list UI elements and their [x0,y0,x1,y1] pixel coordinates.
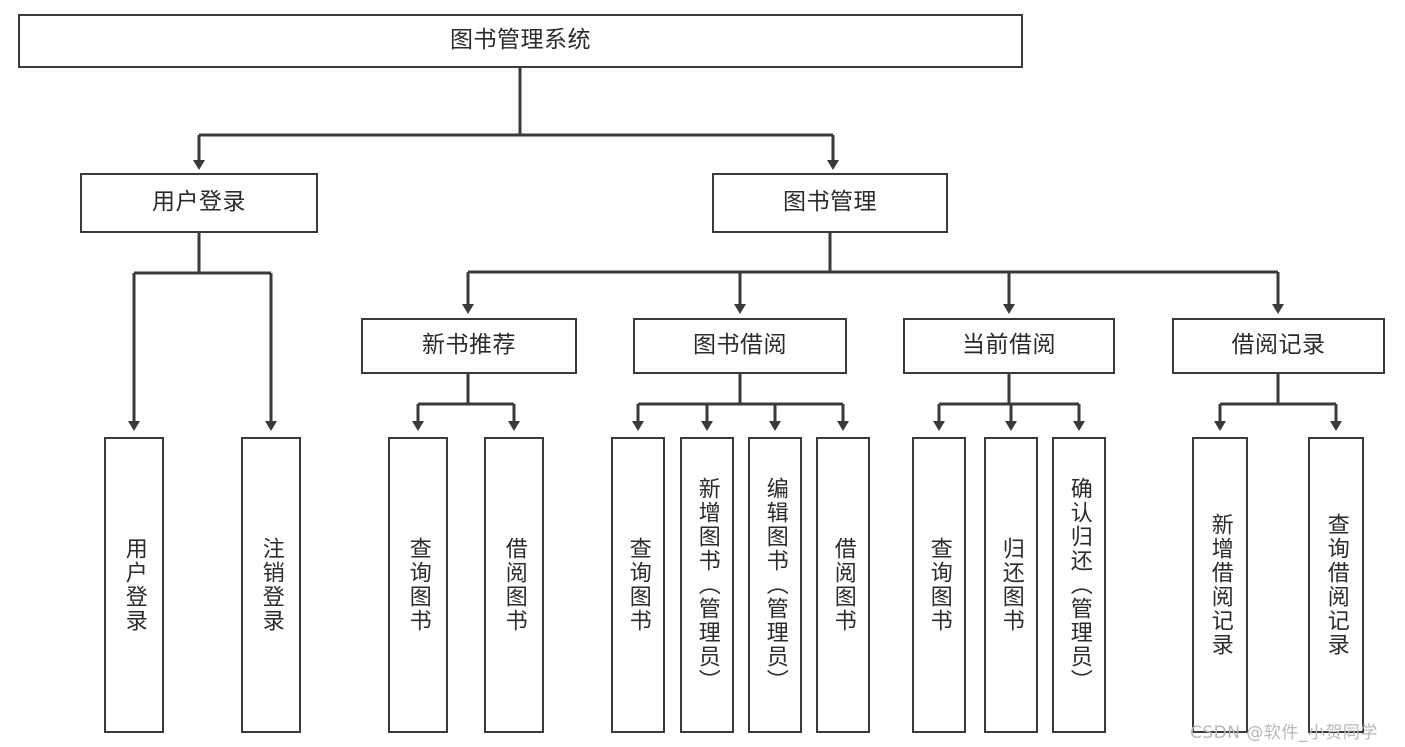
node-book-management-system[interactable]: 图书管理系统 [18,14,1023,68]
node-leaf-query-borrow-record[interactable]: 查询借阅记录 [1308,437,1364,733]
csdn-watermark: CSDN @软件_小贺同学 [1190,723,1378,743]
node-leaf-query-book-1[interactable]: 查询图书 [388,437,448,733]
leaf-label: 查询图书 [926,537,952,633]
edges-newbook-to-leaves [412,374,520,431]
edges-current-to-leaves [933,374,1085,431]
edges-records-to-leaves [1214,374,1342,431]
node-borrow-records[interactable]: 借阅记录 [1172,318,1385,374]
leaf-label: 归还图书 [998,537,1024,633]
leaf-label: 注销登录 [258,537,284,633]
edges-borrowing-to-leaves [632,374,849,431]
node-new-book-recommendation[interactable]: 新书推荐 [361,318,577,374]
node-leaf-confirm-return-admin[interactable]: 确认归还（管理员） [1052,437,1106,733]
node-book-borrowing[interactable]: 图书借阅 [633,318,847,374]
edges-root-to-level2 [193,68,839,170]
leaf-label: 查询借阅记录 [1323,513,1349,657]
leaf-label: 新增图书（管理员） [694,477,720,693]
node-book-management[interactable]: 图书管理 [712,173,948,233]
node-leaf-add-borrow-record[interactable]: 新增借阅记录 [1192,437,1248,733]
leaf-label: 查询图书 [405,537,431,633]
leaf-label: 用户登录 [121,537,147,633]
node-leaf-edit-book-admin[interactable]: 编辑图书（管理员） [748,437,802,733]
node-leaf-user-login[interactable]: 用户登录 [104,437,164,733]
node-current-borrowing[interactable]: 当前借阅 [903,318,1115,374]
leaf-label: 借阅图书 [830,537,856,633]
edges-booklogin-to-leaves [128,233,277,431]
node-user-login[interactable]: 用户登录 [80,173,318,233]
leaf-label: 确认归还（管理员） [1066,477,1092,693]
node-leaf-logout[interactable]: 注销登录 [241,437,301,733]
node-leaf-borrow-book-2[interactable]: 借阅图书 [816,437,870,733]
edges-bookmgmt-to-level3 [462,233,1284,314]
leaf-label: 借阅图书 [501,537,527,633]
node-leaf-return-book[interactable]: 归还图书 [984,437,1038,733]
leaf-label: 新增借阅记录 [1207,513,1233,657]
leaf-label: 编辑图书（管理员） [762,477,788,693]
leaf-label: 查询图书 [625,537,651,633]
node-leaf-borrow-book-1[interactable]: 借阅图书 [484,437,544,733]
node-leaf-add-book-admin[interactable]: 新增图书（管理员） [680,437,734,733]
node-leaf-query-book-3[interactable]: 查询图书 [912,437,966,733]
node-leaf-query-book-2[interactable]: 查询图书 [611,437,665,733]
